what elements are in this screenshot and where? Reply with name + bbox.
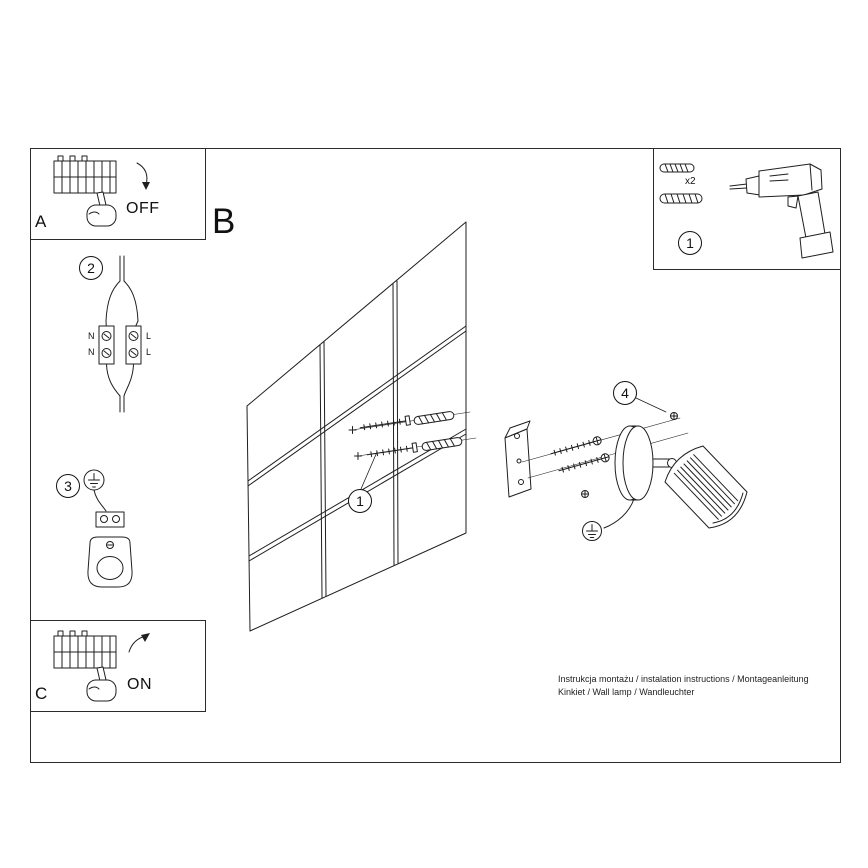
wire-label-n-bottom: N (88, 347, 95, 357)
callout-leader (360, 451, 378, 490)
panel-a-box (30, 148, 206, 240)
fusebox-off-illustration (53, 155, 150, 227)
wire-label-l-bottom: L (146, 347, 152, 357)
drill-icon (729, 163, 834, 259)
step-2-badge: 2 (79, 256, 103, 280)
screw-icon (359, 415, 411, 431)
wall-anchor-icon (413, 411, 455, 425)
switch-on-label: ON (127, 676, 152, 693)
wall-anchor-icon (421, 437, 463, 451)
small-screw-icon (670, 412, 678, 420)
lamp-shade (664, 445, 748, 529)
toolbox-step-badge: 1 (678, 231, 702, 255)
toolbox-box (653, 148, 841, 270)
wall-anchor-icon (659, 193, 703, 204)
wire-label-n-top: N (88, 331, 95, 341)
screw-icon (550, 436, 602, 456)
ground-symbol-icon (582, 521, 602, 541)
lamp-arm (652, 458, 670, 468)
lamp-cable (603, 498, 635, 529)
wall-lamp (582, 425, 748, 541)
hand-icon (86, 191, 117, 227)
wire-label-l-top: L (146, 331, 152, 341)
canopy-rear-illustration (83, 469, 133, 588)
step-1-badge: 1 (348, 489, 372, 513)
panel-c-box (30, 620, 206, 712)
bracket-screws (521, 397, 689, 498)
caption-line-1: Instrukcja montażu / instalation instruc… (558, 674, 809, 684)
caption: Instrukcja montażu / instalation instruc… (558, 673, 809, 699)
switch-off-label: OFF (126, 200, 160, 217)
mounting-bracket (504, 420, 532, 498)
wall-anchor-icon (659, 163, 695, 173)
anchor-quantity-label: x2 (685, 176, 696, 187)
step-4-badge: 4 (613, 381, 637, 405)
panel-a-label: A (35, 212, 47, 231)
panel-c-label: C (35, 684, 48, 703)
screw-icon (558, 453, 610, 473)
switch-up-arrow-icon (128, 633, 150, 653)
callout-leader (635, 397, 667, 413)
switch-down-arrow-icon (136, 162, 150, 190)
small-screw-icon (581, 490, 589, 498)
caption-line-2: Kinkiet / Wall lamp / Wandleuchter (558, 687, 695, 697)
toolbox-contents (659, 163, 834, 259)
fusebox-on-illustration (53, 630, 150, 702)
screw-icon (366, 442, 418, 458)
panel-b-label: B (212, 202, 236, 241)
step-3-badge: 3 (56, 474, 80, 498)
main-frame (30, 148, 841, 763)
hand-icon (86, 666, 117, 702)
wall (246, 221, 467, 632)
wiring-diagram (98, 255, 142, 413)
screws-and-anchors (351, 411, 477, 458)
